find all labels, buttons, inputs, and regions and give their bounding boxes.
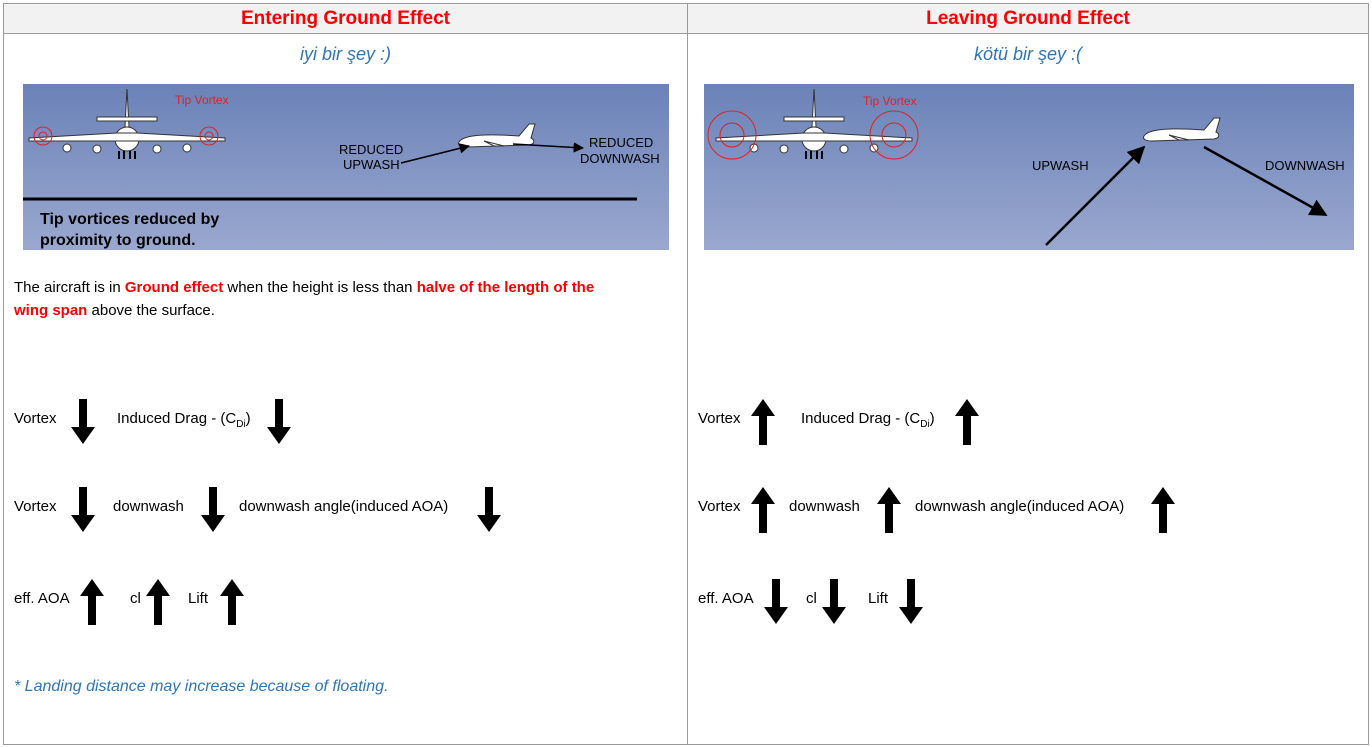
diagram-sky	[704, 84, 1354, 250]
tip-vortex-label: Tip Vortex	[863, 94, 917, 108]
left-header: Entering Ground Effect	[4, 4, 688, 34]
vortex-label: Vortex	[698, 498, 741, 515]
arrow-up-icon	[146, 579, 170, 625]
cl-label: cl	[130, 590, 141, 607]
comparison-table: Entering Ground Effect Leaving Ground Ef…	[3, 3, 1369, 745]
lift-label: Lift	[868, 590, 889, 607]
right-row-1: Vortex Induced Drag - (CDi)	[698, 399, 1358, 445]
ground-effect-highlight: Ground effect	[124, 279, 224, 296]
ground-effect-description: The aircraft is in Ground effect when th…	[14, 279, 595, 319]
right-row-3: eff. AOA cl Lift	[698, 579, 1358, 624]
arrow-up-icon	[751, 399, 775, 445]
arrow-down-icon	[267, 399, 291, 444]
diagram-sky	[23, 84, 669, 250]
left-column: iyi bir şey :) Tip Vortex REDUCED UPWASH…	[4, 34, 688, 744]
eff-aoa-label: eff. AOA	[14, 590, 70, 607]
upwash-arrow	[1045, 145, 1146, 246]
arrow-down-icon	[201, 487, 225, 532]
eff-aoa-label: eff. AOA	[698, 590, 754, 607]
upwash-label: UPWASH	[1032, 158, 1089, 173]
arrow-up-icon	[80, 579, 104, 625]
left-row-2: Vortex downwash downwash angle(induced A…	[14, 487, 674, 532]
diagram-caption-1: Tip vortices reduced by	[40, 211, 219, 228]
left-subtitle: iyi bir şey :)	[299, 44, 391, 64]
tip-vortex-label: Tip Vortex	[175, 93, 229, 107]
reduced-downwash-label-1: REDUCED	[589, 135, 653, 150]
arrow-up-icon	[877, 487, 901, 533]
arrow-up-icon	[955, 399, 979, 445]
vortex-label: Vortex	[698, 410, 741, 427]
reduced-upwash-label-2: UPWASH	[343, 157, 400, 172]
right-column: kötü bir şey :( Tip Vortex UPWASH DOWNWA…	[688, 34, 1368, 744]
arrow-down-icon	[477, 487, 501, 532]
left-row-1: Vortex Induced Drag - (CDi)	[14, 399, 674, 444]
left-row-3: eff. AOA cl Lift	[14, 579, 674, 625]
landing-distance-note: * Landing distance may increase because …	[14, 678, 389, 695]
right-header: Leaving Ground Effect	[688, 4, 1368, 34]
arrow-up-icon	[1151, 487, 1175, 533]
downwash-angle-label: downwash angle(induced AOA)	[239, 498, 449, 515]
arrow-down-icon	[71, 399, 95, 444]
lift-label: Lift	[188, 590, 209, 607]
vortex-right-icon	[869, 110, 919, 160]
cl-label: cl	[806, 590, 817, 607]
arrow-up-icon	[220, 579, 244, 625]
wing-span-highlight-1: halve of the length of the	[416, 279, 595, 296]
arrow-down-icon	[71, 487, 95, 532]
wing-span-highlight-2: wing span	[14, 302, 88, 319]
right-row-2: Vortex downwash downwash angle(induced A…	[698, 487, 1358, 533]
reduced-upwash-arrow	[400, 143, 471, 164]
downwash-label: DOWNWASH	[1265, 158, 1345, 173]
downwash-arrow	[1203, 145, 1328, 217]
induced-drag-label: Induced Drag - (CDi)	[801, 410, 935, 430]
vortex-left-icon	[707, 110, 757, 160]
arrow-down-icon	[899, 579, 923, 624]
vortex-left-icon	[33, 126, 53, 146]
right-subtitle: kötü bir şey :(	[973, 44, 1083, 64]
arrow-down-icon	[764, 579, 788, 624]
arrow-down-icon	[822, 579, 846, 624]
induced-drag-label: Induced Drag - (CDi)	[117, 410, 251, 430]
downwash-label: downwash	[789, 498, 860, 515]
vortex-label: Vortex	[14, 498, 57, 515]
arrow-up-icon	[751, 487, 775, 533]
reduced-upwash-label-1: REDUCED	[339, 142, 403, 157]
downwash-angle-label: downwash angle(induced AOA)	[915, 498, 1125, 515]
entering-ground-effect-diagram: Tip Vortex REDUCED UPWASH REDUCED DOWNWA…	[23, 84, 669, 250]
vortex-right-icon	[199, 126, 219, 146]
vortex-label: Vortex	[14, 410, 57, 427]
downwash-label: downwash	[113, 498, 184, 515]
reduced-downwash-label-2: DOWNWASH	[580, 151, 660, 166]
reduced-downwash-arrow	[512, 142, 585, 153]
diagram-caption-2: proximity to ground.	[40, 232, 196, 249]
leaving-ground-effect-diagram: Tip Vortex UPWASH DOWNWASH	[704, 84, 1354, 250]
